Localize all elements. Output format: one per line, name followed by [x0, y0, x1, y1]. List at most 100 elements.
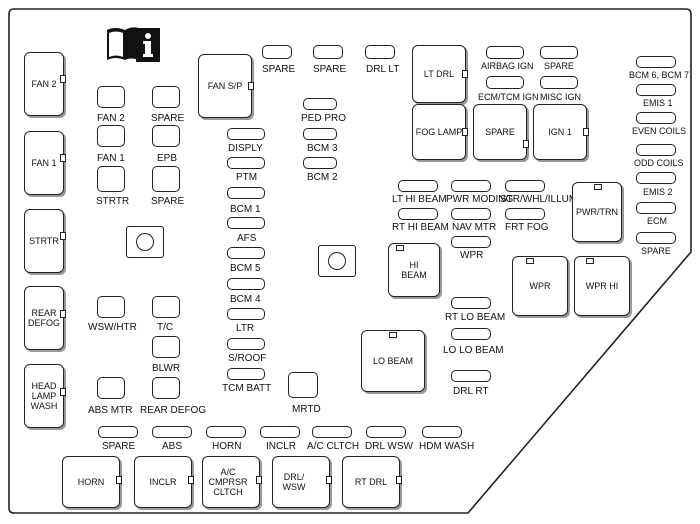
- relay-fan-sp-label: FAN S/P: [207, 81, 243, 91]
- fuse-s-roof: [227, 338, 265, 350]
- fuse-bcm-4-label: BCM 4: [230, 294, 261, 305]
- fuse-ecm: [636, 202, 676, 214]
- fuse-fan-1-label: FAN 1: [97, 153, 125, 164]
- mounting-stud-left: [126, 226, 164, 258]
- terminal-tab: [60, 232, 66, 240]
- fuse-wpr-label: WPR: [460, 250, 484, 261]
- fuse-s-roof-label: S/ROOF: [228, 353, 267, 364]
- fuse-ltr: [227, 308, 265, 320]
- fuse-hdm-wash: [422, 426, 462, 438]
- fuse-wpr: [451, 236, 491, 248]
- fuse-rear-defog: [152, 377, 180, 399]
- terminal-tab: [526, 258, 534, 264]
- fuse-drl-rt-label: DRL RT: [453, 386, 489, 397]
- fuse-rt-hi-beam-label: RT HI BEAM: [392, 222, 449, 233]
- relay-pwr-trn: [572, 182, 622, 242]
- fuse-abs-label: ABS: [162, 441, 183, 452]
- fuse-spare-e-label: SPARE: [544, 61, 574, 71]
- terminal-tab: [586, 258, 594, 264]
- relay-rt-drl: [342, 456, 400, 508]
- fuse-lt-hi-beam-label: LT HI BEAM: [392, 194, 447, 205]
- fuse-tc-label: T/C: [157, 322, 174, 333]
- relay-hi-beam-label: HI BEAM: [401, 260, 427, 280]
- fuse-pwr-moding-label: PWR MODING: [446, 194, 514, 205]
- fuse-ptm: [227, 157, 265, 169]
- relay-inclr-label: INCLR: [149, 477, 177, 487]
- relay-drl-wsw: [272, 456, 330, 508]
- fuse-ac-cltch-label: A/C CLTCH: [307, 441, 360, 452]
- fuse-disply: [227, 128, 265, 140]
- relay-strtr: [24, 209, 64, 273]
- fuse-lo-lo-beam-label: LO LO BEAM: [443, 345, 504, 356]
- fuse-mrtd: [288, 372, 318, 398]
- fuse-tcm-batt: [227, 368, 265, 380]
- relay-fan-2-label: FAN 2: [31, 79, 57, 89]
- fuse-ecm-label: ECM: [647, 216, 667, 226]
- terminal-tab: [462, 128, 468, 136]
- fuse-tcm-batt-label: TCM BATT: [222, 383, 272, 394]
- fuse-horn-label: HORN: [212, 441, 242, 452]
- fuse-ped-pro-label: PED PRO: [301, 113, 347, 124]
- fuse-hdm-wash-label: HDM WASH: [419, 441, 475, 452]
- relay-fog-lamp: [412, 104, 466, 160]
- fuse-ptm-label: PTM: [236, 172, 258, 183]
- fuse-lt-hi-beam: [398, 180, 438, 192]
- relay-wpr-hi-label: WPR HI: [585, 281, 619, 291]
- relay-lt-drl: [412, 45, 466, 103]
- terminal-tab: [462, 70, 468, 78]
- terminal-tab: [60, 75, 66, 83]
- fuse-spare-b-label: SPARE: [151, 196, 185, 207]
- fuse-nav-mtr-label: NAV MTR: [452, 222, 497, 233]
- relay-horn: [62, 456, 120, 508]
- relay-ign-1: [533, 104, 587, 160]
- fuse-spare-d: [313, 45, 343, 59]
- fuse-misc-ign: [540, 76, 578, 89]
- relay-fan-sp: [198, 54, 252, 118]
- terminal-tab: [396, 476, 402, 484]
- fuse-mrtd-label: MRTD: [292, 404, 321, 415]
- fuse-rt-hi-beam: [398, 208, 438, 220]
- fuse-bcm-5-label: BCM 5: [230, 263, 261, 274]
- fuse-odd-coils-label: ODD COILS: [634, 158, 684, 168]
- fuse-spare-a: [152, 86, 180, 108]
- fuse-spare-a-label: SPARE: [151, 113, 185, 124]
- relay-fan-2: [24, 52, 64, 116]
- terminal-tab: [60, 154, 66, 162]
- fuse-bcm-2: [303, 157, 337, 169]
- fuse-str-whl-illum: [505, 180, 545, 192]
- fuse-drl-lt: [365, 45, 395, 59]
- relay-fog-lamp-label: FOG LAMP: [415, 127, 463, 137]
- relay-hi-beam: [388, 243, 440, 297]
- terminal-tab: [594, 184, 602, 190]
- relay-ac-cmprsr-cltch-label: A/C CMPRSR CLTCH: [208, 467, 248, 497]
- relay-drl-wsw-label: DRL/ WSW: [282, 472, 306, 492]
- fuse-frt-fog: [505, 208, 545, 220]
- fuse-abs-mtr: [97, 377, 125, 399]
- fuse-spare-c: [262, 45, 292, 59]
- relay-pwr-trn-label: PWR/TRN: [576, 207, 618, 217]
- fuse-rear-defog-label: REAR DEFOG: [140, 405, 207, 416]
- fuse-ltr-label: LTR: [236, 323, 255, 334]
- fuse-frt-fog-label: FRT FOG: [505, 222, 549, 233]
- fuse-bcm-4: [227, 278, 265, 290]
- fuse-drl-wsw-label: DRL WSW: [365, 441, 413, 452]
- terminal-tab: [396, 245, 404, 251]
- owner-manual-info-icon: [107, 27, 160, 62]
- terminal-tab: [256, 476, 262, 484]
- fuse-epb-label: EPB: [157, 153, 178, 164]
- fuse-even-coils: [636, 112, 676, 124]
- fuse-emis-1: [636, 84, 676, 96]
- terminal-tab: [389, 332, 397, 338]
- fuse-epb: [152, 125, 180, 147]
- relay-lo-beam-label: LO BEAM: [372, 356, 413, 366]
- fuse-spare-b: [152, 166, 180, 192]
- relay-rear-defog: [24, 286, 64, 350]
- fuse-bcm-3: [303, 128, 337, 140]
- fuse-spare-g: [98, 426, 138, 438]
- fuse-bcm6-bcm7-label: BCM 6, BCM 7: [629, 70, 690, 80]
- relay-rear-defog-label: REAR DEFOG: [27, 308, 60, 328]
- relay-fan-1-label: FAN 1: [31, 158, 57, 168]
- fuse-spare-e: [540, 46, 578, 59]
- fuse-blwr: [152, 336, 180, 358]
